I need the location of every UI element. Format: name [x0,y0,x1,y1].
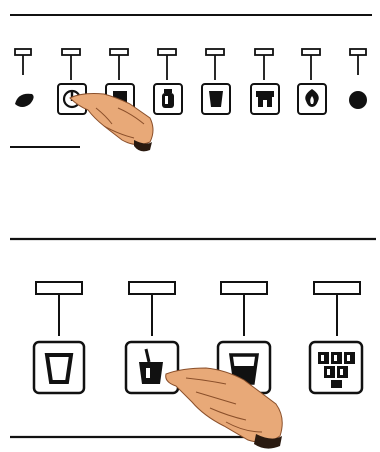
indicator-light [61,48,81,56]
multi-cup-icon [318,352,355,388]
flame-button[interactable] [297,83,327,115]
cup-with-straw-icon [139,348,163,384]
coffee-bean-icon [15,93,34,107]
indicator-light [35,281,83,295]
multi-cup-button[interactable] [308,340,364,395]
hand-pointer-icon [165,367,283,449]
indicator-light [128,281,176,295]
bottle-icon [162,89,174,108]
empty-cup-icon [44,353,74,384]
indicator-light [14,48,32,56]
indicator-light [205,48,225,56]
hood-icon [256,91,274,107]
cup-button[interactable] [201,83,231,115]
hand-pointer-icon [69,93,154,152]
cup-icon [209,91,223,107]
flame-icon [305,89,319,107]
indicator-light [254,48,274,56]
bottle-button[interactable] [153,83,183,115]
dot-button[interactable] [349,91,367,109]
indicator-light [349,48,367,56]
top-panel [10,14,372,152]
cup-with-straw-button[interactable] [124,340,180,395]
indicator-light [301,48,321,56]
indicator-light [157,48,177,56]
hood-button[interactable] [250,83,280,115]
indicator-light [220,281,268,295]
indicator-light [109,48,129,56]
small-cup-button[interactable] [32,340,86,395]
bottom-panel [10,237,376,449]
bean-button[interactable] [15,93,34,107]
indicator-light [313,281,361,295]
top-indicators [14,48,367,56]
dot-icon [349,91,367,109]
